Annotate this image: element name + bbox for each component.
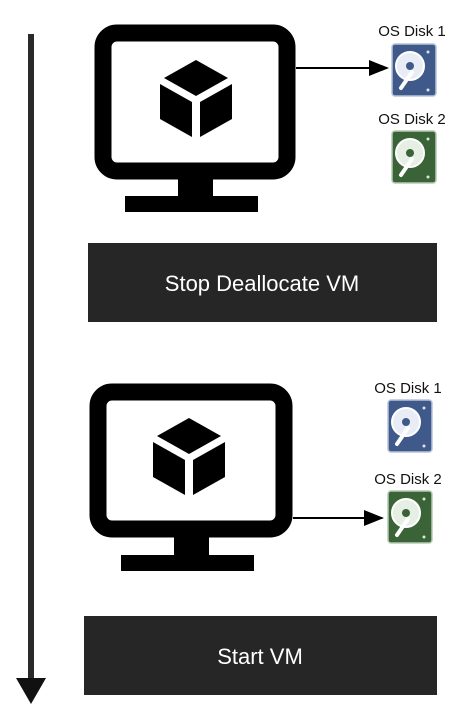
disk-label-os2-bottom: OS Disk 2 <box>374 471 442 488</box>
step-box-stop-deallocate: Stop Deallocate VM <box>88 243 437 322</box>
vm-monitor-icon-top <box>94 24 296 212</box>
hard-disk-icon-os1-bottom <box>387 399 433 453</box>
disk-label-os1-top: OS Disk 1 <box>378 23 446 40</box>
step-label-start-vm: Start VM <box>217 644 303 669</box>
disk-label-os1-bottom: OS Disk 1 <box>374 380 442 397</box>
step-label-stop-deallocate: Stop Deallocate VM <box>165 271 359 296</box>
vm-monitor-icon-bottom <box>89 383 293 571</box>
hard-disk-icon-os1-top <box>391 43 437 97</box>
cube-icon-bottom <box>153 418 225 495</box>
step-box-start-vm: Start VM <box>84 616 437 695</box>
hard-disk-icon-os2-bottom <box>387 490 433 544</box>
timeline-arrow <box>16 34 46 704</box>
hard-disk-icon-os2-top <box>391 130 437 184</box>
disk-label-os2-top: OS Disk 2 <box>378 111 446 128</box>
cube-icon-top <box>160 60 232 137</box>
